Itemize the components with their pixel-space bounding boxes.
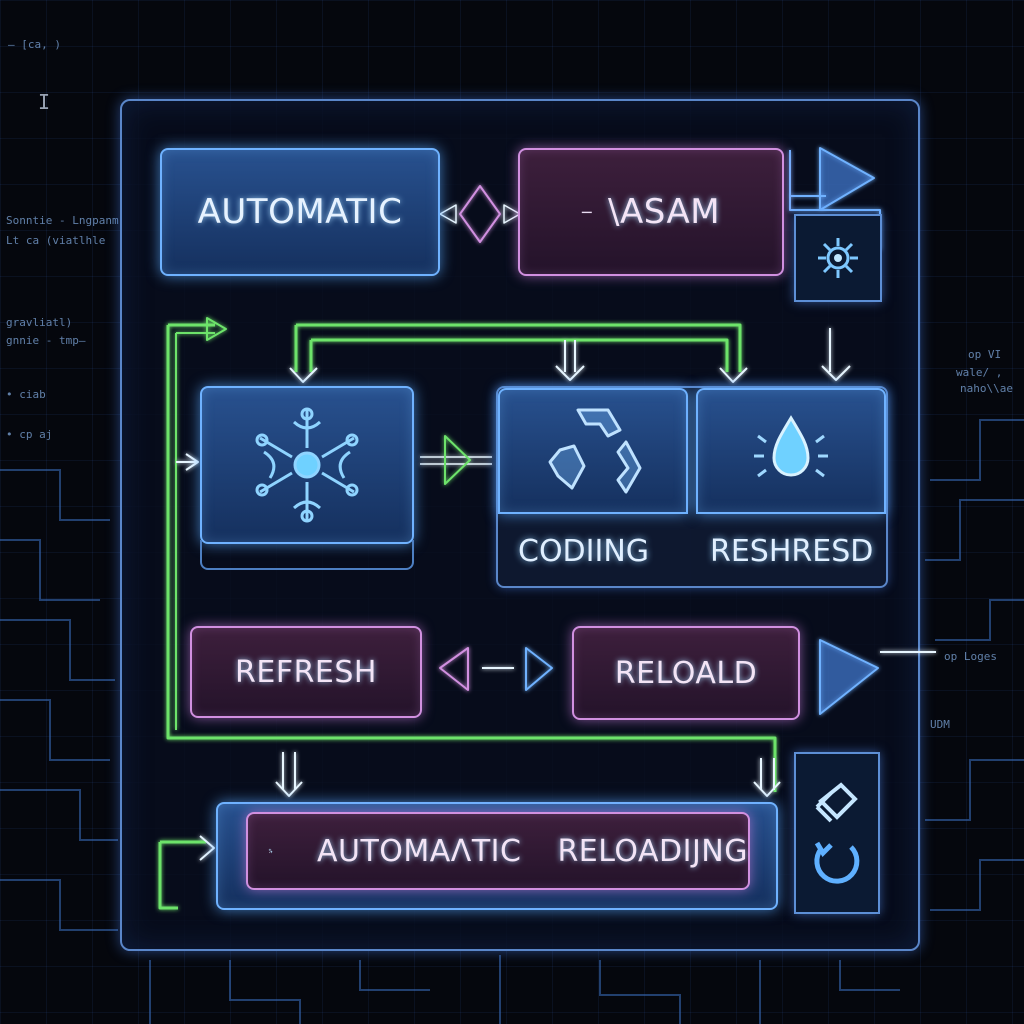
reshresd-label: RESHRESD [710,534,874,569]
bg-text-right-3: naho\\ae [960,382,1013,395]
circle-arrow-icon[interactable] [807,833,867,893]
recycle-icon [548,408,642,494]
bg-text-left-5: • ciab [6,388,46,401]
vasam-label: \ASAM [608,192,721,232]
bg-text-top-left: — [ca, ) [8,38,61,51]
bg-text-left-2: Lt ca (viatlhle [6,234,106,247]
bg-text-left-3: gravliatl) [6,316,73,329]
automatic-reloading-node[interactable]: AUTOMAΛTIC RELOADIJNG [246,812,750,890]
droplet-node[interactable] [696,388,886,514]
automatic-word: AUTOMAΛTIC [316,833,522,869]
reloading-word: RELOADIJNG [557,833,748,869]
refresh-label: REFRESH [235,654,377,690]
bg-text-right-5: UDM [930,718,950,731]
automatic-node[interactable]: AUTOMATIC [160,148,440,276]
snowflake-node-base [200,540,414,570]
dash-icon: ─ [581,202,593,222]
bg-text-left-4: gnnie - tmp— [6,334,86,347]
droplet-icon [754,415,828,478]
gear-icon-tile[interactable] [794,214,882,302]
snowflake-icon [255,407,359,523]
snowflake-node[interactable] [200,386,414,544]
coding-label: CODIING [518,534,650,569]
bg-text-right-2: wale/ , [956,366,1003,379]
vasam-node[interactable]: ─ \ASAM [518,148,784,276]
bg-text-right-4: op Loges [944,650,997,663]
cursor-glyph: I [38,90,51,114]
arrow-loop-icon[interactable] [807,773,867,833]
bg-text-right-1: op VI [968,348,1002,361]
reloald-node[interactable]: RELOALD [572,626,800,720]
bg-text-left-6: • cp aj [6,428,53,441]
sparkle-icon [268,848,273,854]
reloald-label: RELOALD [614,655,758,691]
refresh-node[interactable]: REFRESH [190,626,422,718]
recycle-node[interactable] [498,388,688,514]
automatic-label: AUTOMATIC [197,192,403,232]
right-icon-column [794,752,880,914]
gear-icon [818,238,858,278]
bg-text-left-1: Sonntie - Lngpanm [6,214,119,227]
